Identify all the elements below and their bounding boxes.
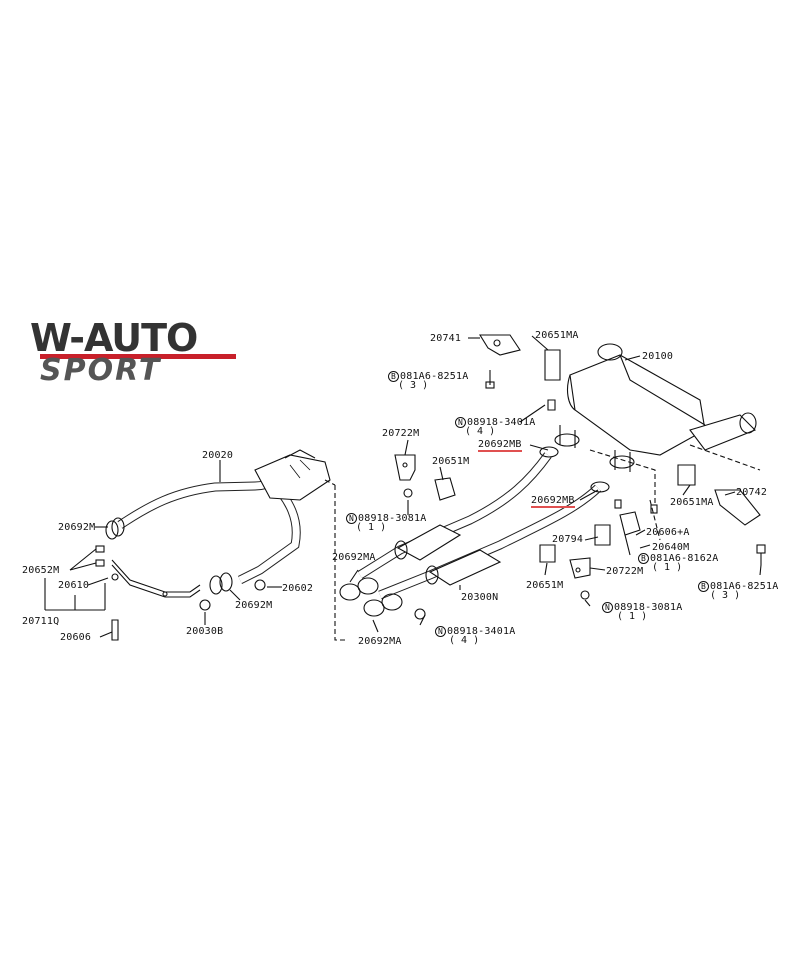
- nut-part-number: 08918-3081A: [614, 602, 683, 613]
- bolt-symbol: B: [698, 581, 709, 592]
- part-label-20610: 20610: [58, 580, 90, 591]
- nut-part-number: 08918-3401A: [447, 626, 516, 637]
- part-label-20300n: 20300N: [461, 592, 499, 603]
- part-label-20794: 20794: [552, 534, 584, 545]
- part-label-20602: 20602: [282, 583, 314, 594]
- part-label-20692m-left: 20692M: [58, 522, 96, 533]
- part-label-20651ma-right: 20651MA: [670, 497, 714, 508]
- part-label-20692ma-top: 20692MA: [332, 552, 376, 563]
- part-label-20640m: 20640M: [652, 542, 690, 553]
- bolt-qty-right: ( 3 ): [710, 590, 741, 601]
- part-label-20692mb-top: 20692MB: [478, 439, 522, 452]
- nut-part-number: 08918-3401A: [467, 417, 536, 428]
- part-label-20692mb-mid: 20692MB: [531, 495, 575, 508]
- front-tube-assembly: [44, 449, 331, 641]
- nut-symbol: N: [602, 602, 613, 613]
- part-label-20692ma-bottom: 20692MA: [358, 636, 402, 647]
- part-label-20030b: 20030B: [186, 626, 224, 637]
- brand-logo: W-AUTO SPORT: [30, 316, 240, 386]
- part-label-20020: 20020: [202, 450, 234, 461]
- muffler-assembly: [554, 343, 757, 472]
- bolt-qty-top: ( 3 ): [398, 380, 429, 391]
- nut-qty-top: ( 4 ): [465, 426, 496, 437]
- part-label-20100: 20100: [642, 351, 674, 362]
- part-label-20606-left: 20606: [60, 632, 92, 643]
- nut-symbol: N: [455, 417, 466, 428]
- part-label-20722m-top: 20722M: [382, 428, 420, 439]
- bolt-qty-mid: ( 1 ): [652, 562, 683, 573]
- nut-symbol: N: [346, 513, 357, 524]
- nut-qty-left: ( 1 ): [356, 522, 387, 533]
- logo-bottom-text: SPORT: [40, 353, 162, 388]
- bolt-part-number: 081A6-8162A: [650, 553, 719, 564]
- bolt-symbol: B: [638, 553, 649, 564]
- nut-symbol: N: [435, 626, 446, 637]
- part-label-20651m-bottom: 20651M: [526, 580, 564, 591]
- bolt-symbol: B: [388, 371, 399, 382]
- center-pipe-assembly: [339, 446, 610, 617]
- nut-part-number: 08918-3081A: [358, 513, 427, 524]
- part-label-20742: 20742: [736, 487, 768, 498]
- logo-accent-bar: [40, 354, 236, 359]
- part-label-20606a: 20606+A: [646, 527, 690, 538]
- nut-qty-bottom: ( 4 ): [449, 635, 480, 646]
- part-label-20741: 20741: [430, 333, 462, 344]
- logo-top-text: W-AUTO: [30, 316, 198, 360]
- part-label-20711q: 20711Q: [22, 616, 60, 627]
- bolt-part-number: 081A6-8251A: [400, 371, 469, 382]
- part-label-20652m: 20652M: [22, 565, 60, 576]
- part-label-20651m-top: 20651M: [432, 456, 470, 467]
- part-label-20692m-center: 20692M: [235, 600, 273, 611]
- part-label-20722m-bottom: 20722M: [606, 566, 644, 577]
- part-label-20651ma-top: 20651MA: [535, 330, 579, 341]
- nut-qty-right: ( 1 ): [617, 611, 648, 622]
- bolt-part-number: 081A6-8251A: [710, 581, 779, 592]
